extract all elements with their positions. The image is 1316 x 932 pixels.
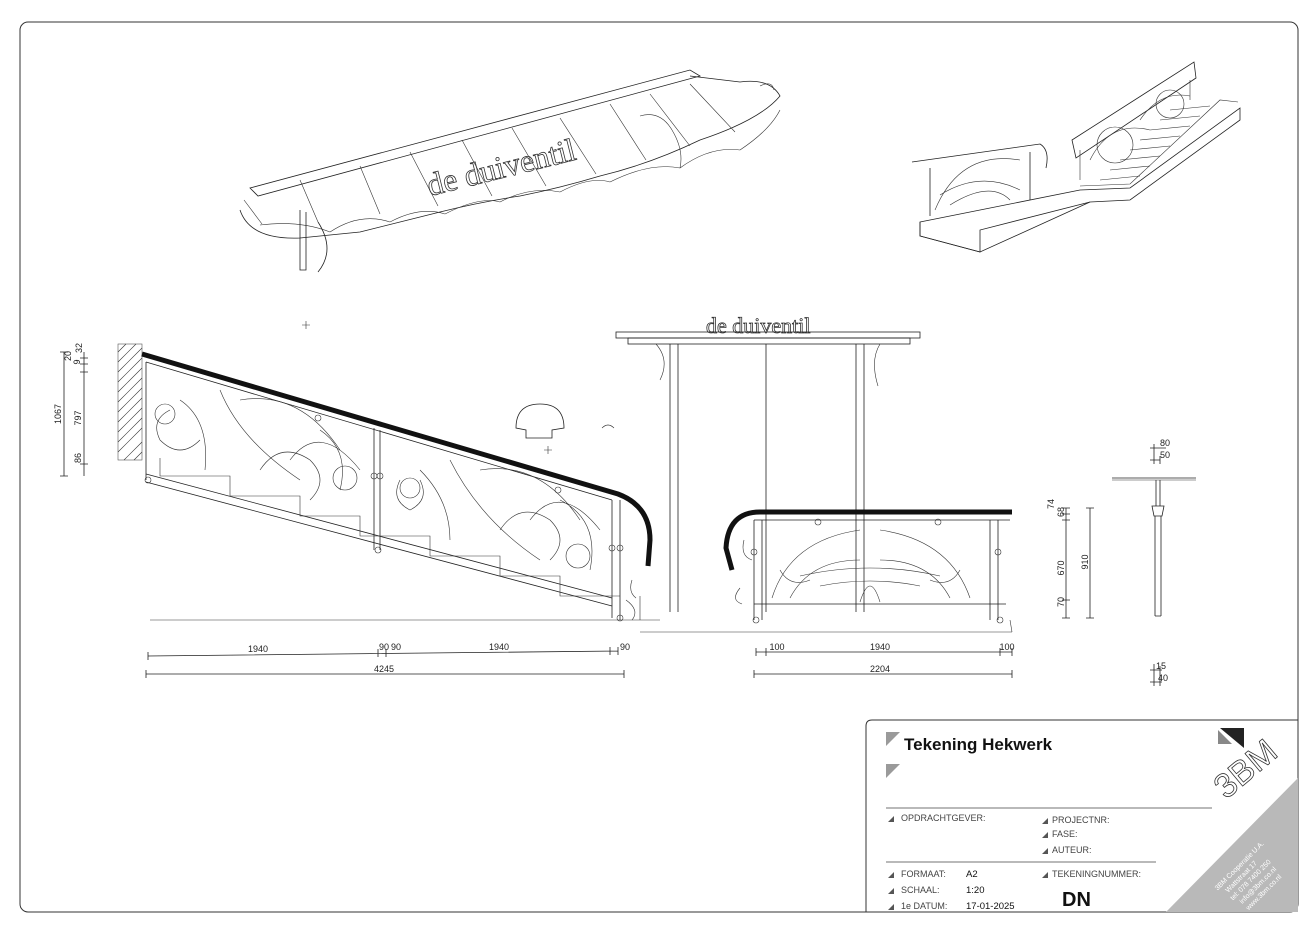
dim-1940-b: 1940 — [489, 642, 509, 652]
dim-50: 50 — [1160, 450, 1170, 460]
tekeningnummer-value: DN — [1062, 889, 1091, 911]
left-railing-elevation: 1067 20 9 32 797 86 1940 90 90 1940 90 4… — [53, 343, 660, 678]
dim-80: 80 — [1160, 438, 1170, 448]
dim-90-b: 90 — [391, 642, 401, 652]
canopy-sign-text: de duiventil — [423, 131, 579, 203]
triangle-icon — [888, 816, 894, 822]
dim-1067: 1067 — [53, 404, 63, 424]
projectnr-label: PROJECTNR: — [1052, 815, 1110, 825]
datum-value: 17-01-2025 — [966, 901, 1015, 912]
logo-mark-icon — [1220, 728, 1244, 748]
logo-corner-triangle — [1166, 778, 1298, 912]
dim-15: 15 — [1156, 661, 1166, 671]
dim-910: 910 — [1080, 554, 1090, 569]
dim-74: 74 — [1046, 499, 1056, 509]
dim-100-b: 100 — [999, 642, 1014, 652]
fase-label: FASE: — [1052, 829, 1078, 839]
triangle-icon — [888, 888, 894, 894]
opdrachtgever-label: OPDRACHTGEVER: — [901, 813, 986, 823]
datum-label: 1e DATUM: — [901, 901, 947, 911]
title-block: 3BM 3BM Cooperatie U.A. Wattstraat 17 te… — [865, 719, 1298, 913]
canopy-front-view: de duiventil — [615, 313, 921, 612]
dim-90-c: 90 — [620, 642, 630, 652]
dim-1940-c: 1940 — [870, 642, 890, 652]
formaat-value: A2 — [966, 869, 978, 880]
post-detail: 80 50 15 40 — [1112, 438, 1196, 686]
subtitle-marker-icon — [886, 764, 900, 778]
drawing-title: Tekening Hekwerk — [904, 735, 1053, 754]
dim-797: 797 — [73, 410, 83, 425]
title-marker-icon — [886, 732, 900, 746]
dim-1940-a: 1940 — [248, 644, 268, 654]
dim-4245: 4245 — [374, 664, 394, 674]
railing-perspective-view — [911, 61, 1241, 253]
dim-2204: 2204 — [870, 664, 890, 674]
auteur-label: AUTEUR: — [1052, 845, 1092, 855]
schaal-value: 1:20 — [966, 885, 985, 896]
right-railing-elevation: 74 68 670 910 70 100 1940 100 2204 — [640, 499, 1094, 678]
triangle-icon — [1042, 848, 1048, 854]
dim-9: 9 — [72, 359, 82, 364]
drawing-frame — [19, 21, 1299, 913]
dim-100-a: 100 — [769, 642, 784, 652]
dim-670: 670 — [1056, 560, 1066, 575]
schaal-label: SCHAAL: — [901, 885, 940, 895]
dim-68: 68 — [1056, 507, 1066, 517]
triangle-icon — [1042, 818, 1048, 824]
dim-90-a: 90 — [379, 642, 389, 652]
dim-70: 70 — [1056, 597, 1066, 607]
tekeningnummer-label: TEKENINGNUMMER: — [1052, 869, 1141, 879]
canopy-front-sign-text: de duiventil — [706, 313, 810, 338]
triangle-icon — [1042, 872, 1048, 878]
triangle-icon — [888, 904, 894, 910]
dim-40: 40 — [1158, 673, 1168, 683]
canopy-perspective-view: de duiventil — [239, 69, 781, 273]
triangle-icon — [888, 872, 894, 878]
dim-86: 86 — [73, 453, 83, 463]
dim-32: 32 — [74, 343, 84, 353]
triangle-icon — [1042, 832, 1048, 838]
handrail-profile-detail — [302, 321, 615, 454]
formaat-label: FORMAAT: — [901, 869, 946, 879]
dim-20: 20 — [63, 351, 73, 361]
